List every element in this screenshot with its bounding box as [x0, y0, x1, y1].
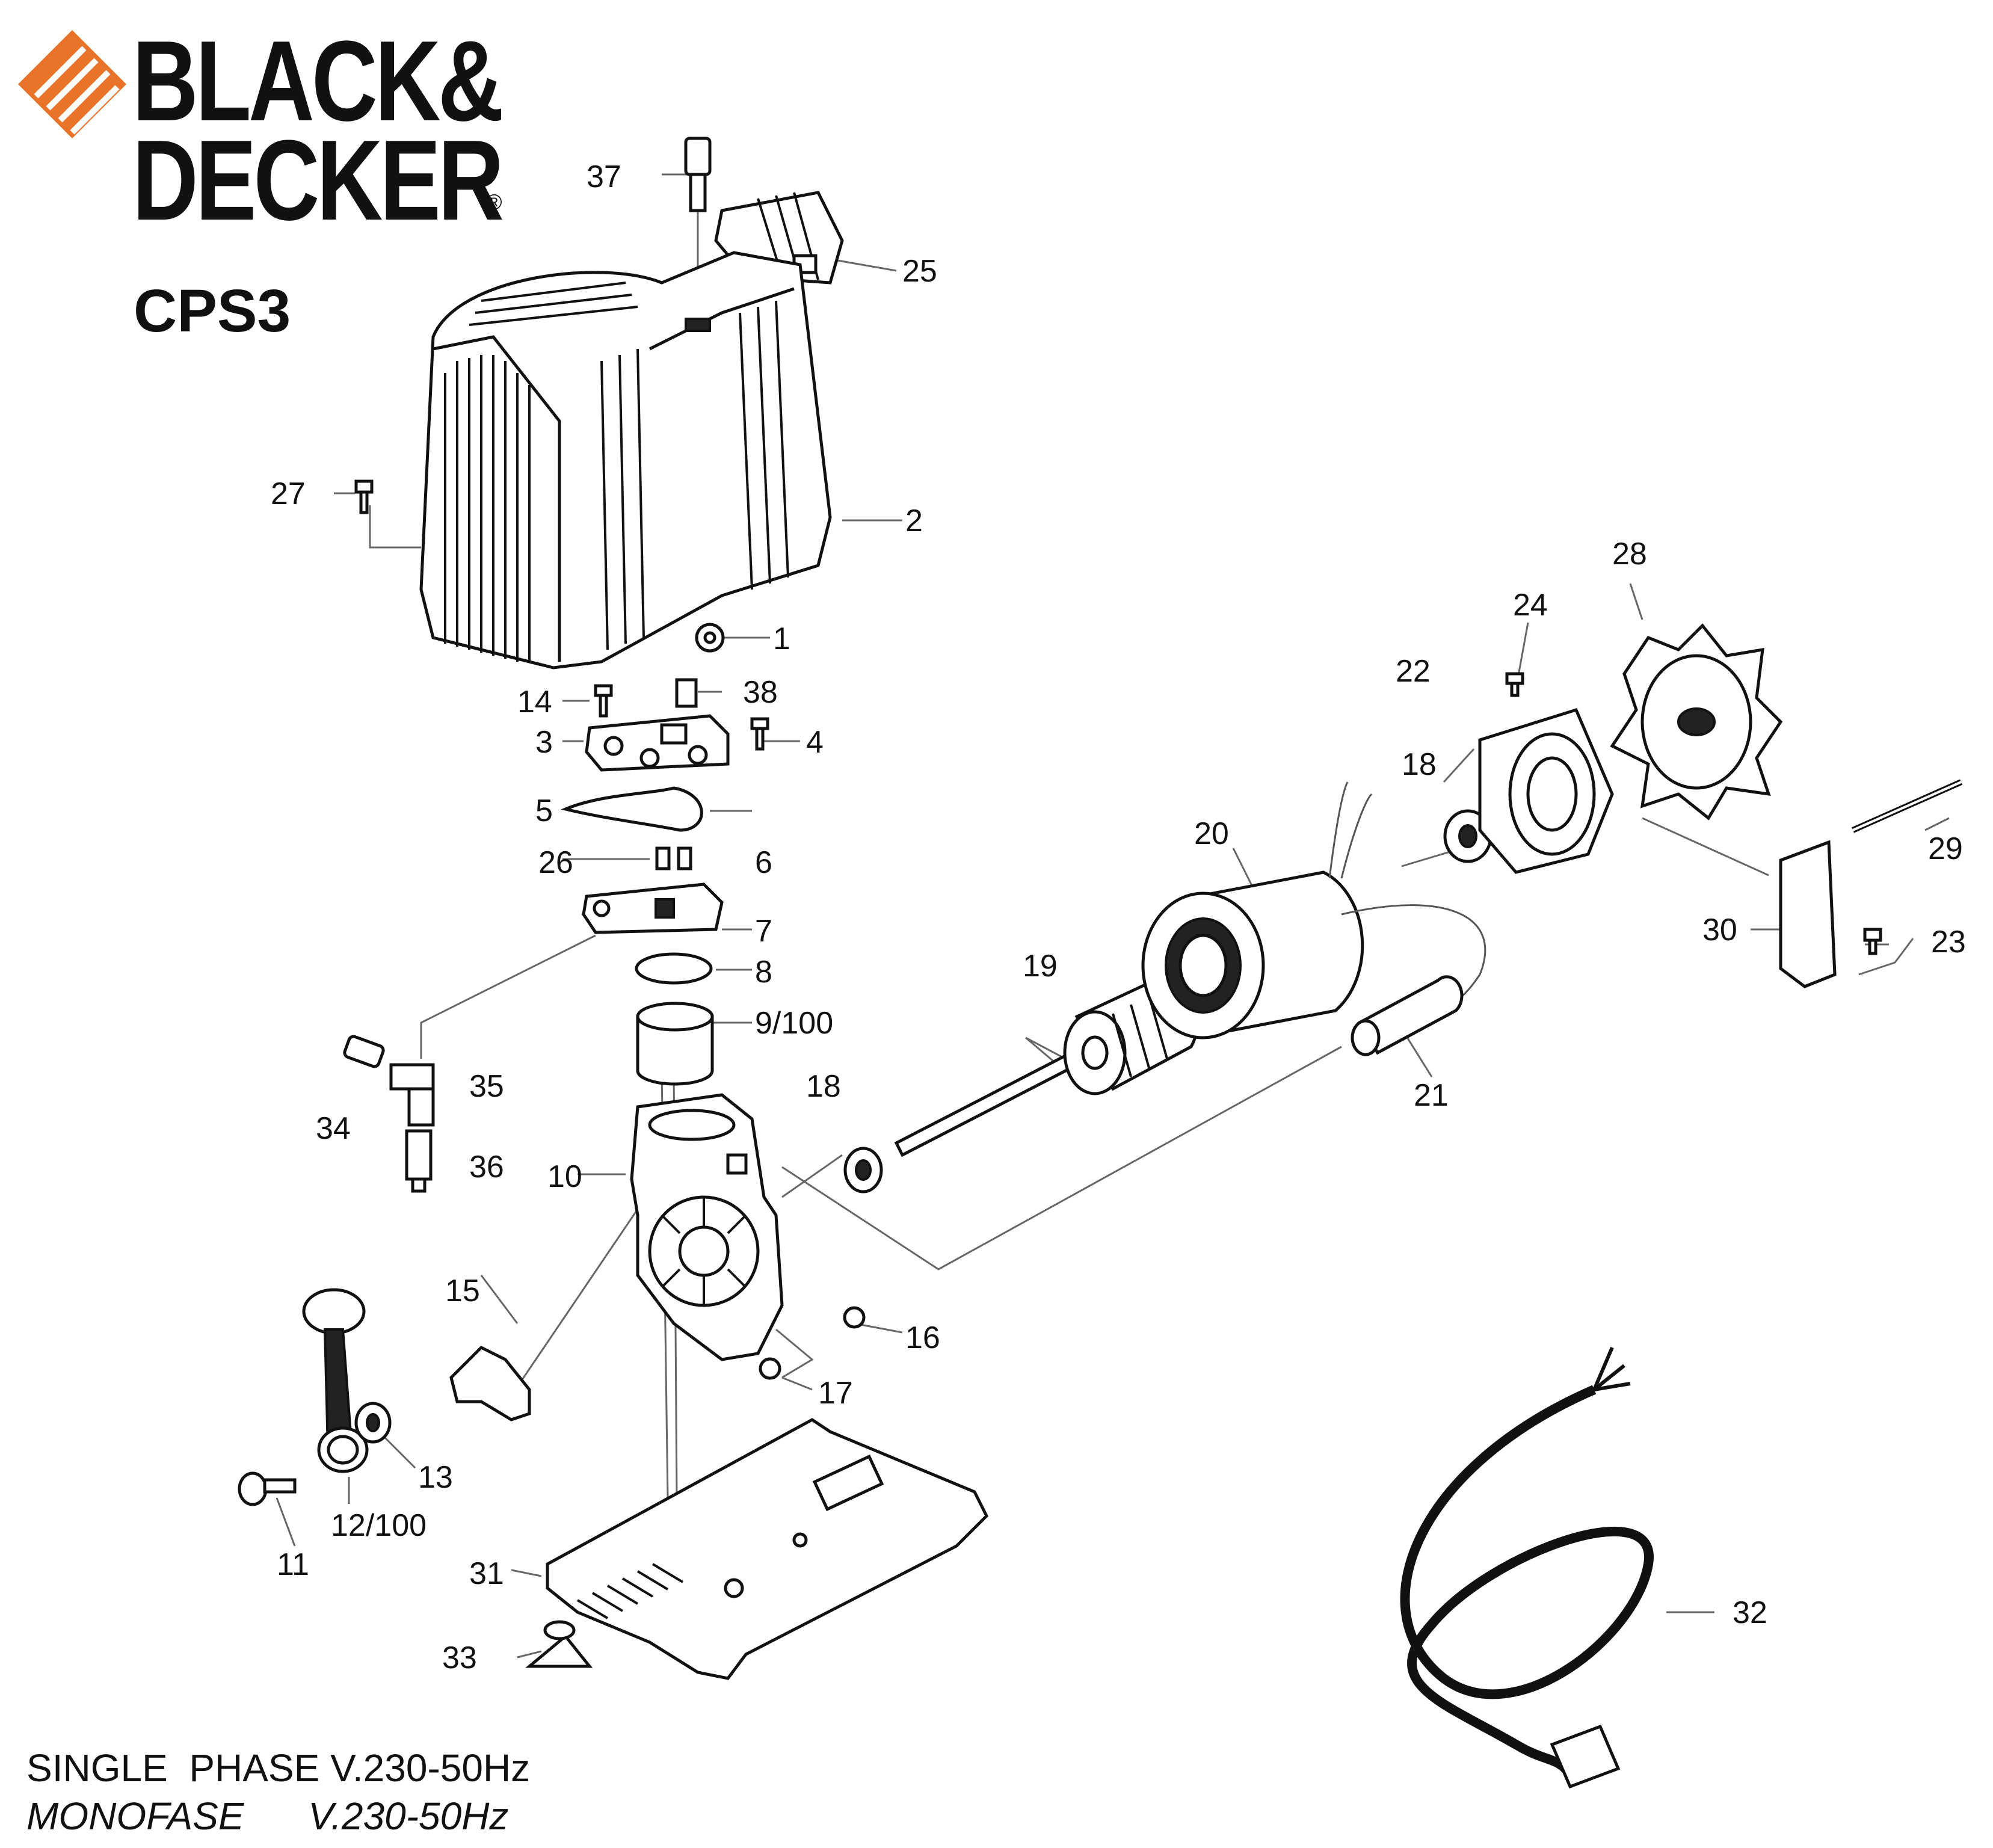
part-35-elbow-fitting — [389, 1063, 435, 1127]
part-17-nut — [759, 1357, 781, 1380]
part-2-cover — [419, 251, 832, 670]
callout-5: 5 — [535, 793, 553, 828]
part-12-connecting-rod — [302, 1288, 369, 1473]
callout-17: 17 — [818, 1376, 853, 1411]
callout-10: 10 — [547, 1159, 582, 1194]
callout-22: 22 — [1396, 654, 1431, 689]
callout-38: 38 — [743, 675, 778, 710]
part-31-base-plate — [546, 1418, 989, 1680]
part-30-bracket — [1779, 840, 1837, 988]
part-5-gasket — [561, 786, 703, 832]
callout-27: 27 — [271, 476, 306, 511]
part-38-insert — [675, 678, 698, 708]
part-34-fitting — [343, 1035, 385, 1068]
callout-29: 29 — [1928, 831, 1963, 866]
callout-28: 28 — [1612, 537, 1647, 571]
part-14-screw — [594, 684, 613, 718]
callout-30: 30 — [1702, 913, 1737, 947]
callout-6: 6 — [755, 845, 772, 880]
part-11-screw — [238, 1471, 297, 1506]
callout-21: 21 — [1414, 1078, 1449, 1113]
footer-voltage-it: MONOFASE V.230-50Hz — [26, 1794, 509, 1838]
callout-15: 15 — [445, 1274, 480, 1308]
callout-18-rear: 18 — [1402, 747, 1437, 782]
brand-name-line2: DECKER — [132, 117, 504, 244]
part-16-nut — [843, 1306, 866, 1329]
part-6-reed — [677, 846, 692, 870]
part-9-cylinder-sleeve — [636, 1002, 714, 1086]
part-33-rubber-foot — [525, 1620, 593, 1668]
callout-23: 23 — [1931, 925, 1966, 959]
callout-33: 33 — [442, 1640, 477, 1675]
part-26-reed — [655, 846, 671, 870]
callout-4: 4 — [806, 725, 824, 760]
part-21-capacitor — [1351, 975, 1464, 1056]
part-28-fan — [1610, 623, 1783, 821]
part-37-switch-button — [684, 137, 712, 212]
model-name: CPS3 — [134, 277, 291, 345]
callout-19: 19 — [1023, 949, 1058, 984]
callout-9-100: 9/100 — [755, 1006, 834, 1041]
part-7-valve-plate — [582, 882, 724, 934]
part-23-screw — [1863, 928, 1882, 955]
callout-31: 31 — [469, 1556, 504, 1591]
callout-11: 11 — [277, 1547, 309, 1582]
part-18-bearing-rear — [1443, 809, 1492, 863]
footer-voltage-en: SINGLE PHASE V.230-50Hz — [26, 1746, 531, 1790]
part-32-power-cord — [1400, 1346, 1654, 1789]
brand-name-line1: BLACK& — [132, 17, 504, 145]
part-13-bearing — [354, 1402, 392, 1444]
callout-24: 24 — [1513, 588, 1548, 623]
callout-34: 34 — [316, 1111, 351, 1146]
callout-8: 8 — [755, 955, 772, 990]
registered-mark: ® — [486, 189, 502, 214]
part-8-o-ring — [635, 952, 713, 985]
part-10-crankcase — [630, 1093, 784, 1361]
part-20-stator — [1141, 781, 1486, 1040]
part-29-tie-rod — [1851, 779, 1963, 833]
part-36-nipple — [405, 1129, 433, 1193]
callout-32: 32 — [1733, 1595, 1767, 1630]
callout-35: 35 — [469, 1069, 504, 1104]
part-18-bearing-front — [843, 1147, 883, 1194]
part-1-foot — [695, 623, 725, 653]
callout-3: 3 — [535, 725, 553, 760]
part-27-screw — [354, 479, 374, 514]
callout-18-front: 18 — [806, 1069, 841, 1104]
part-15-counterweight — [449, 1345, 531, 1421]
callout-36: 36 — [469, 1150, 504, 1184]
part-4-screw — [750, 717, 769, 751]
callout-12-100: 12/100 — [331, 1508, 427, 1543]
part-24-screw — [1505, 672, 1524, 697]
brand-logo-mark — [18, 30, 126, 138]
callout-16: 16 — [905, 1320, 940, 1355]
callout-25: 25 — [902, 254, 937, 289]
callout-7: 7 — [755, 914, 772, 949]
callout-13: 13 — [418, 1460, 453, 1495]
part-3-cylinder-head — [585, 714, 730, 772]
callout-14: 14 — [517, 685, 552, 719]
callout-26: 26 — [538, 845, 573, 880]
callout-1: 1 — [773, 621, 790, 656]
part-22-end-bracket — [1478, 707, 1614, 874]
callout-20: 20 — [1194, 816, 1229, 851]
callout-37: 37 — [587, 159, 621, 194]
callout-2: 2 — [905, 504, 923, 538]
